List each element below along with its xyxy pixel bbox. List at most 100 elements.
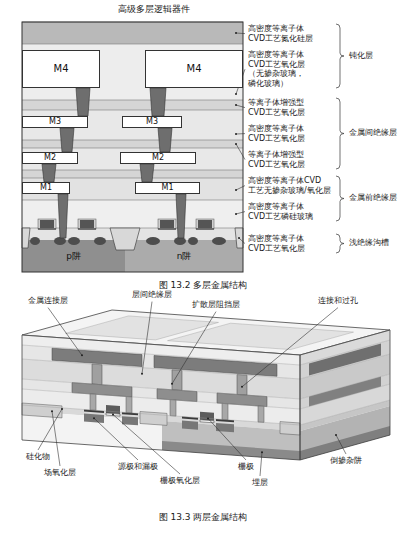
node-text: M2 (44, 154, 56, 162)
bracket (336, 24, 344, 88)
node-text: M2 (152, 154, 164, 162)
via (172, 370, 182, 391)
label-box: 埋层 (252, 478, 268, 488)
label-box: 金属连接层 (28, 296, 68, 306)
node-text: p阱 (66, 252, 81, 261)
part-label: 浅绝缘沟槽 (349, 238, 389, 247)
metal-1 (157, 389, 197, 402)
leader-dot (51, 410, 53, 412)
layer-boundary (22, 200, 243, 201)
source-drain (68, 237, 80, 245)
leader-line (94, 418, 138, 460)
leader-dot (235, 143, 237, 145)
layer-boundary (22, 140, 243, 141)
metal-line: M3 (122, 116, 182, 128)
part-label: 高密度等离子体CVD 工艺无掺杂玻璃/氧化层 (248, 176, 331, 195)
well-region: p阱 (22, 240, 125, 272)
source-drain (188, 237, 198, 245)
side-metal (309, 377, 381, 407)
layer-boundary (22, 148, 243, 149)
label-box: 高密度等离子体 CVD工艺氮化硅层 (248, 24, 318, 43)
leader-dot (171, 383, 173, 385)
layer-boundary (22, 400, 390, 425)
leader-line (239, 238, 245, 244)
metal-line: M4 (22, 50, 100, 88)
gate-oxide (38, 229, 56, 230)
label-box: 金属间绝缘层 (349, 128, 397, 138)
part-label: 硅化物 (26, 452, 50, 461)
bracket (336, 176, 344, 221)
leader-dot (207, 417, 209, 419)
source-drain (84, 414, 104, 423)
node-text: M4 (187, 64, 202, 74)
leader-line (236, 212, 245, 214)
via (237, 375, 247, 396)
gate-spacer (38, 219, 56, 229)
leader-line (48, 308, 82, 356)
cross-section (22, 22, 243, 272)
leader-line (142, 302, 152, 374)
gate-oxide (78, 229, 96, 230)
contact (170, 400, 176, 417)
layer-boundary (22, 354, 390, 379)
label-box: 图 13.3 两层金属结构 (159, 512, 248, 523)
front-outline (22, 335, 300, 460)
part-label: 高级多层逻辑器件 (118, 4, 190, 14)
label-box: 扩散层阻挡层 (192, 300, 240, 310)
leader-dot (238, 237, 240, 239)
source-drain (94, 237, 106, 245)
gate-spacer (196, 219, 214, 229)
part-label: 栅极氧化层 (160, 476, 200, 485)
leader-line (208, 418, 246, 460)
leader-line (236, 105, 245, 108)
leader-line (52, 411, 60, 466)
leader-line (260, 452, 262, 476)
label-box: 高密度等离子体CVD 工艺无掺杂玻璃/氧化层 (248, 176, 340, 195)
leader-line (336, 435, 346, 454)
part-label: 金属连接层 (28, 296, 68, 305)
gate-spacer (78, 219, 96, 229)
source-drain (146, 237, 160, 245)
via (92, 364, 102, 385)
leader-dot (235, 189, 237, 191)
gate (200, 412, 214, 421)
leader-dot (235, 93, 237, 95)
leader-line (113, 415, 180, 474)
node-text: M1 (162, 184, 174, 192)
via-plug (60, 128, 74, 152)
leader-dot (235, 213, 237, 215)
label-box: 栅极 (238, 462, 254, 472)
well-region: n阱 (125, 240, 243, 272)
part-label: 高密度等离子体 CVD工艺氧化层 (248, 124, 305, 143)
dielectric-layer (22, 22, 243, 44)
leader-dot (141, 373, 143, 375)
block-structure (22, 310, 390, 460)
leader-dot (335, 434, 337, 436)
label-box: 高密度等离子体 CVD工艺氧化层 (248, 124, 318, 143)
part-label: 高密度等离子体 CVD工艺氧化层 （无掺杂玻璃， 磷化玻璃） (248, 50, 305, 88)
layer-boundary (22, 340, 390, 365)
via-plug (42, 164, 56, 182)
part-label: 场氧化层 (44, 468, 76, 477)
dielectric-layer (22, 178, 243, 200)
label-box: 源极和漏极 (118, 462, 158, 472)
leader-line (236, 186, 245, 190)
label-box: 层间绝缘层 (132, 290, 172, 300)
leader-line (242, 308, 338, 387)
part-label: 扩散层阻挡层 (192, 300, 240, 309)
layer-boundary (22, 384, 390, 409)
label-box: 连接和过孔 (318, 296, 358, 306)
gate-oxide (158, 229, 176, 230)
leader-lines (38, 24, 346, 476)
via-plug (76, 88, 90, 116)
layer-boundary (22, 110, 243, 111)
isolation-trench (22, 228, 30, 248)
via-plug (150, 88, 166, 116)
bracket (336, 98, 344, 169)
metal-line: M1 (135, 182, 200, 194)
dielectric-layer (22, 110, 243, 140)
leader-dot (112, 414, 114, 416)
label-box: 高密度等离子体 CVD工艺磷硅玻璃 (248, 202, 318, 221)
leader-line (236, 144, 245, 160)
part-label: 高密度等离子体 CVD工艺氮化硅层 (248, 24, 313, 43)
